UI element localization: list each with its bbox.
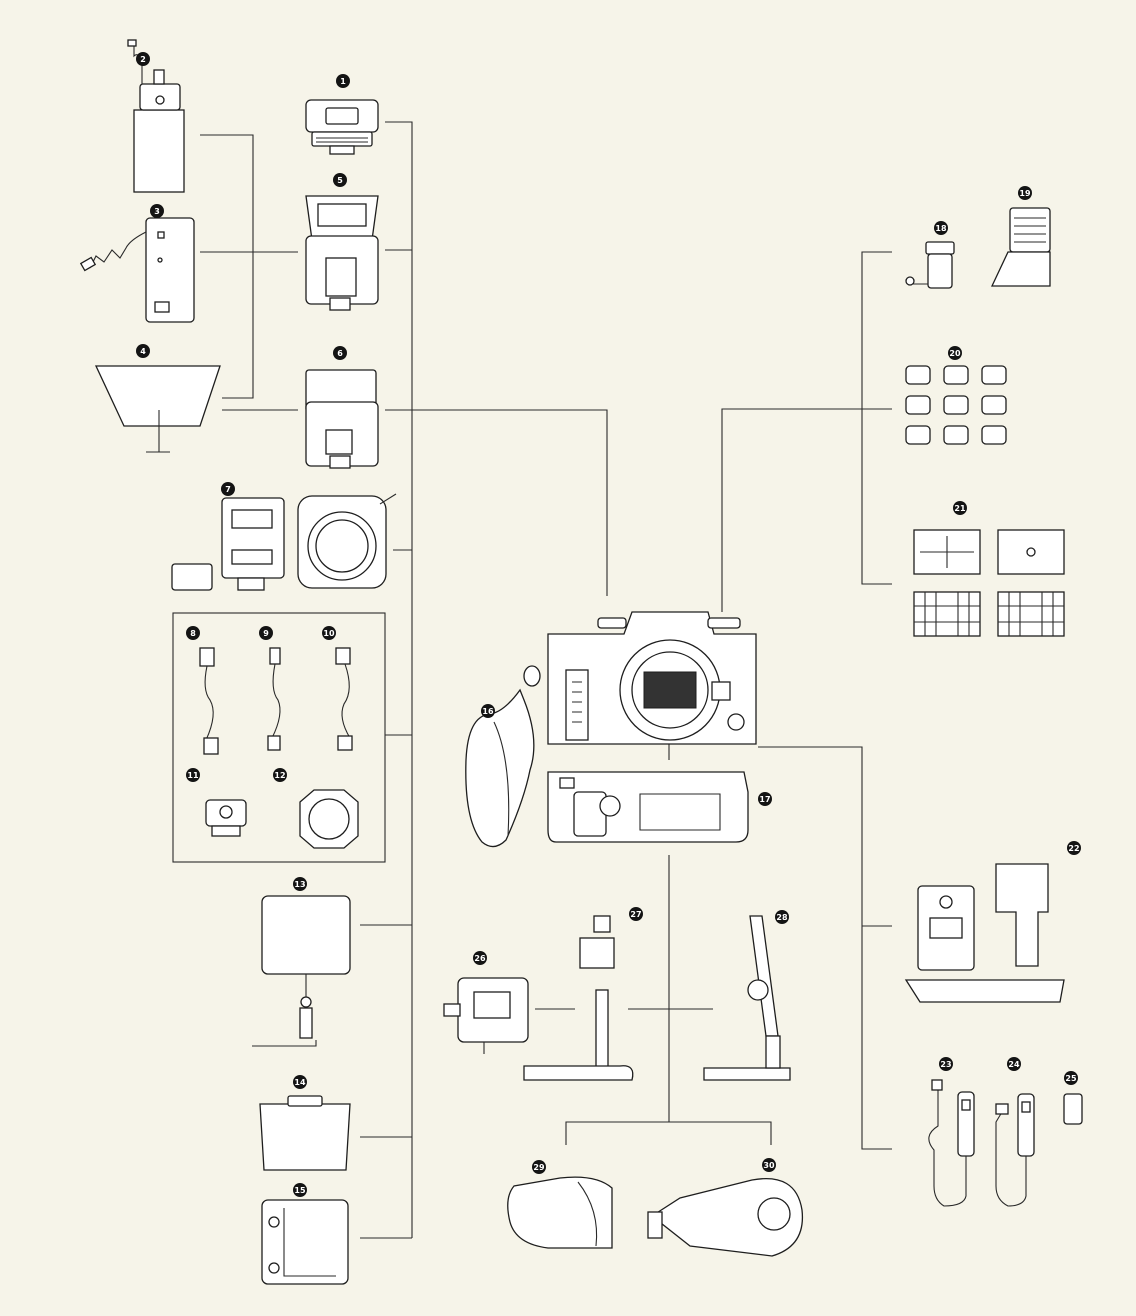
item-number-badge: 13 xyxy=(293,877,307,891)
item-number-label: 9 xyxy=(263,629,269,638)
flash-bracket-icon xyxy=(252,895,351,1047)
item-number-badge: 29 xyxy=(532,1160,546,1174)
item-number-badge: 11 xyxy=(186,768,200,782)
item-number-label: 14 xyxy=(294,1078,306,1087)
item-number-label: 24 xyxy=(1008,1060,1020,1069)
flash-controller-icon xyxy=(305,99,379,155)
item-number-label: 21 xyxy=(954,504,966,513)
item-number-label: 19 xyxy=(1019,189,1031,198)
item-number-label: 20 xyxy=(949,349,961,358)
item-number-label: 30 xyxy=(763,1161,775,1170)
battery-grip-icon xyxy=(547,771,749,843)
flash-grip-set-icon xyxy=(904,863,1065,1003)
macro-ring-flash-kit-icon xyxy=(171,493,397,591)
item-number-badge: 10 xyxy=(322,626,336,640)
item-number-badge: 16 xyxy=(481,704,495,718)
flash-cord-icon xyxy=(335,647,353,751)
item-number-badge: 20 xyxy=(948,346,962,360)
flash-cord-icon xyxy=(267,647,281,751)
hot-shoe-adapter-icon xyxy=(205,799,247,837)
item-number-badge: 5 xyxy=(333,173,347,187)
item-number-label: 2 xyxy=(140,55,146,64)
lens-case-icon xyxy=(647,1178,804,1257)
flash-cords-group xyxy=(172,612,386,863)
connector-lines xyxy=(200,121,892,1239)
item-number-badge: 6 xyxy=(333,346,347,360)
item-number-label: 13 xyxy=(294,880,305,889)
item-number-badge: 28 xyxy=(775,910,789,924)
battery-grip-pack-icon xyxy=(79,217,195,323)
item-number-label: 5 xyxy=(337,176,343,185)
item-number-badge: 4 xyxy=(136,344,150,358)
eyecup-set-icon xyxy=(905,365,1007,445)
compact-flash-unit-icon xyxy=(305,369,379,469)
remote-control-icon xyxy=(1063,1093,1083,1125)
camera-body-icon xyxy=(547,611,757,745)
large-flash-unit-icon xyxy=(305,195,379,311)
item-number-badge: 24 xyxy=(1007,1057,1021,1071)
magnifier-eyecup-icon xyxy=(905,241,955,289)
item-number-badge: 8 xyxy=(186,626,200,640)
item-number-badge: 25 xyxy=(1064,1071,1078,1085)
item-number-label: 25 xyxy=(1065,1074,1077,1083)
item-number-label: 1 xyxy=(340,77,346,86)
item-number-label: 29 xyxy=(533,1163,545,1172)
item-number-badge: 3 xyxy=(150,204,164,218)
item-number-label: 4 xyxy=(140,347,146,356)
item-number-label: 28 xyxy=(776,913,788,922)
item-number-label: 8 xyxy=(190,629,196,638)
item-number-badge: 15 xyxy=(293,1183,307,1197)
item-number-label: 17 xyxy=(759,795,770,804)
item-number-label: 7 xyxy=(225,485,231,494)
item-number-badge: 14 xyxy=(293,1075,307,1089)
item-number-badge: 23 xyxy=(939,1057,953,1071)
item-number-label: 27 xyxy=(630,910,641,919)
bounce-adapter-icon xyxy=(94,365,221,453)
cable-release-icon xyxy=(928,1079,975,1207)
angle-finder-icon xyxy=(990,207,1051,287)
external-power-pack-icon xyxy=(127,39,185,193)
item-number-badge: 27 xyxy=(629,907,643,921)
item-number-label: 12 xyxy=(274,771,285,780)
camera-case-icon xyxy=(507,1176,613,1249)
item-number-badge: 26 xyxy=(473,951,487,965)
camera-stand-icon xyxy=(523,915,634,1081)
item-number-label: 16 xyxy=(482,707,494,716)
item-number-badge: 2 xyxy=(136,52,150,66)
mini-stand-icon xyxy=(703,915,791,1081)
item-number-badge: 19 xyxy=(1018,186,1032,200)
item-number-badge: 9 xyxy=(259,626,273,640)
item-number-badge: 7 xyxy=(221,482,235,496)
item-number-label: 23 xyxy=(940,1060,951,1069)
cable-release-icon xyxy=(995,1093,1035,1207)
item-number-label: 26 xyxy=(474,954,486,963)
item-number-badge: 17 xyxy=(758,792,772,806)
item-number-badge: 12 xyxy=(273,768,287,782)
item-number-label: 22 xyxy=(1068,844,1079,853)
tripod-head-icon xyxy=(443,977,529,1054)
item-number-label: 10 xyxy=(323,629,335,638)
item-number-label: 11 xyxy=(187,771,199,780)
diffuser-panel-icon xyxy=(259,1095,351,1171)
item-number-label: 6 xyxy=(337,349,343,358)
battery-case-icon xyxy=(261,1199,349,1285)
item-number-badge: 22 xyxy=(1067,841,1081,855)
item-number-label: 18 xyxy=(935,224,947,233)
item-number-badge: 18 xyxy=(934,221,948,235)
hand-strap-icon xyxy=(465,665,541,848)
item-number-badge: 30 xyxy=(762,1158,776,1172)
ring-adapter-icon xyxy=(299,789,359,849)
item-number-label: 3 xyxy=(154,207,160,216)
item-number-badge: 1 xyxy=(336,74,350,88)
focusing-screens-icon xyxy=(913,529,1065,637)
flash-cord-icon xyxy=(199,647,219,755)
item-number-label: 15 xyxy=(294,1186,306,1195)
item-number-badge: 21 xyxy=(953,501,967,515)
